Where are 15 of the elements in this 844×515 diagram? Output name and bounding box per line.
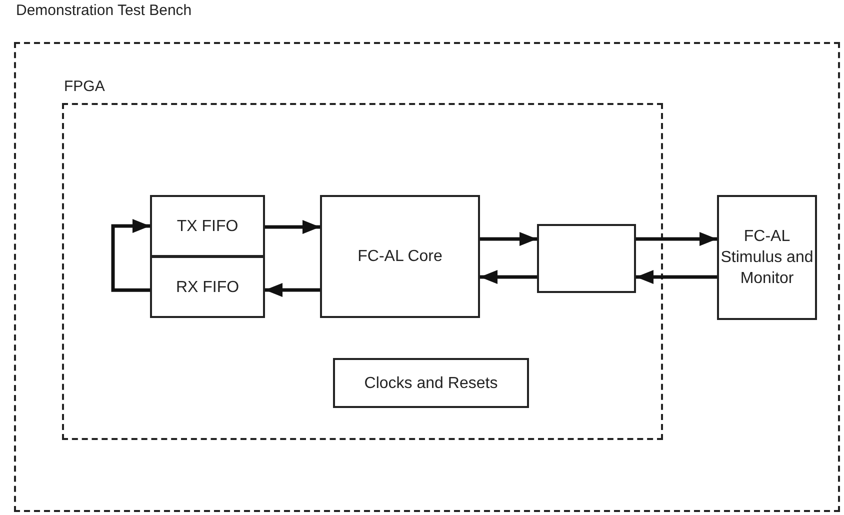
- block-box: RX FIFO: [150, 256, 265, 318]
- block-box: Clocks and Resets: [333, 358, 529, 408]
- block-box: TX FIFO: [150, 195, 265, 257]
- arrow: [636, 232, 717, 246]
- block-box: FC-AL Stimulus and Monitor: [717, 195, 817, 320]
- arrow: [636, 270, 717, 284]
- empty-block-box: [537, 224, 636, 293]
- block-box: FC-AL Core: [320, 195, 480, 318]
- group-title: Demonstration Test Bench: [16, 2, 192, 19]
- arrow: [265, 283, 320, 297]
- arrow: [265, 220, 320, 234]
- arrow: [480, 232, 537, 246]
- arrow: [111, 219, 150, 292]
- group-title: FPGA: [64, 78, 105, 95]
- arrow: [480, 270, 537, 284]
